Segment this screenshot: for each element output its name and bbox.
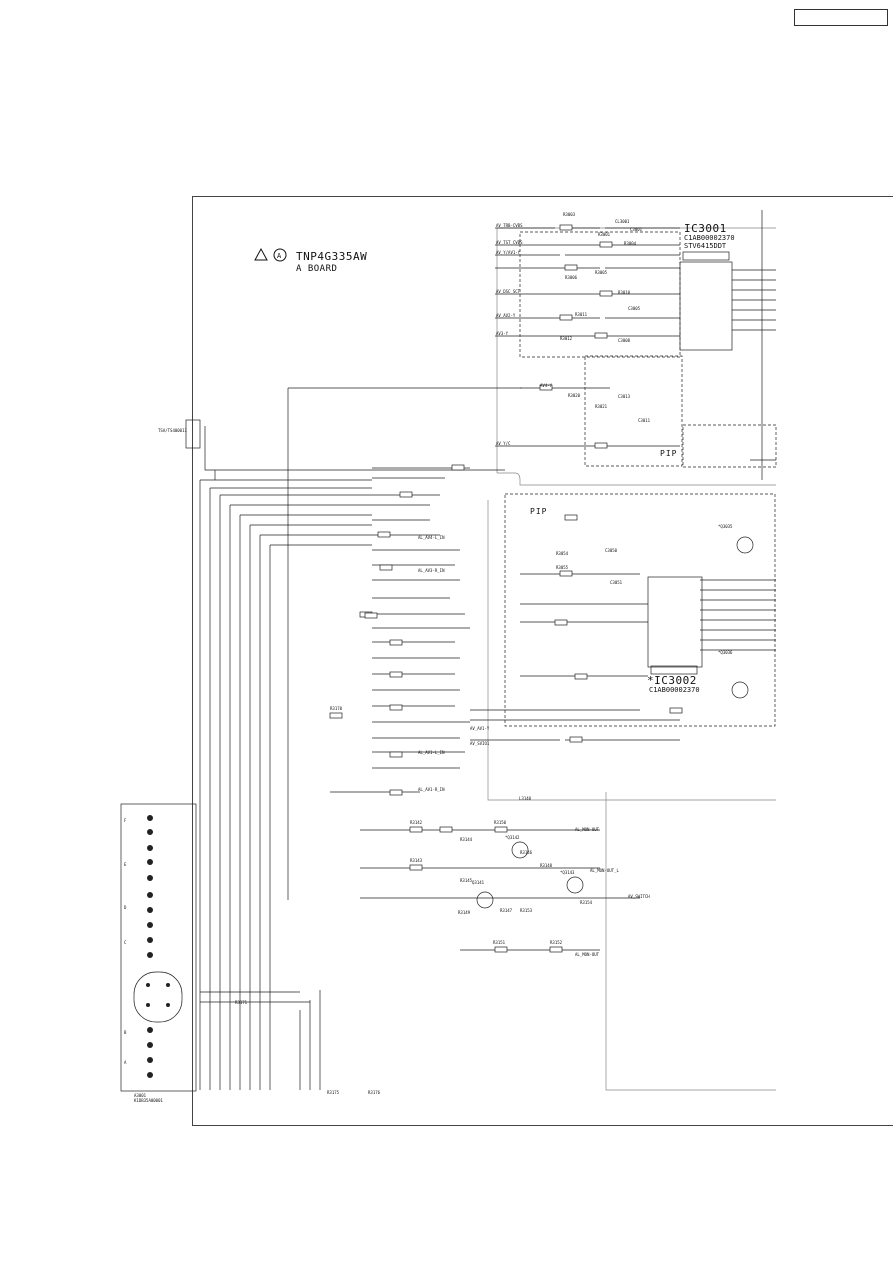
component-label: R3012 <box>560 336 573 341</box>
side-connector <box>185 419 201 449</box>
signal-label: AV_AV1-Y <box>470 726 490 731</box>
component-label: R3004 <box>624 241 637 246</box>
component-label: R3006 <box>565 275 578 280</box>
signal-label: AV_SVIO1 <box>470 741 490 746</box>
signal-label: AL_AV4-L_IN <box>418 535 445 540</box>
ic3002-label-box <box>650 665 698 675</box>
component-label: R3003 <box>563 212 576 217</box>
signal-label: AL_AV1-R_IN <box>418 787 445 792</box>
signal-label: AV_SWITCH <box>628 894 650 899</box>
signal-label: AL_AV3-R_IN <box>418 568 445 573</box>
component-label: L3140 <box>519 796 532 801</box>
ic3002-part1: C1AB00002370 <box>649 686 700 694</box>
component-label: R3001 <box>598 232 611 237</box>
section-label: A <box>124 1060 127 1065</box>
section-label: D <box>124 905 127 910</box>
component-label: R3055 <box>556 565 569 570</box>
signal-label: AV_DSC_SCT <box>496 289 521 294</box>
component-label: R3054 <box>556 551 569 556</box>
component-label: R3143 <box>410 858 423 863</box>
ic3001-label-box <box>682 251 730 261</box>
signal-label: AV_TRB-CVBS <box>496 223 523 228</box>
signal-label: AL_MON-OUT <box>575 827 600 832</box>
component-label: R3171 <box>235 1000 248 1005</box>
page-id-box <box>794 9 888 26</box>
component-label: R3145 <box>460 878 473 883</box>
component-label: R3020 <box>568 393 581 398</box>
ic3001-body <box>679 261 733 351</box>
component-label: R3010 <box>618 290 631 295</box>
component-label: C3001 <box>630 227 643 232</box>
signal-label: AV4-Y <box>540 383 553 388</box>
jack-part: K1DB35A00001 <box>134 1098 163 1103</box>
component-label: R3152 <box>550 940 563 945</box>
transistor-label: *Q3035 <box>718 524 733 529</box>
component-label: R3149 <box>458 910 471 915</box>
component-label: C3005 <box>628 306 641 311</box>
board-subtitle: A BOARD <box>296 264 338 274</box>
component-label: C3008 <box>618 338 631 343</box>
component-label: C3050 <box>605 548 618 553</box>
component-label: C3013 <box>618 394 631 399</box>
board-title: TNP4G335AW <box>296 250 368 263</box>
ic3001-title: IC3001 <box>684 222 727 235</box>
signal-label: AL_AV1-L_IN <box>418 750 445 755</box>
component-label: R3150 <box>494 820 507 825</box>
signal-label: AL_MON-OUT_L <box>590 868 619 873</box>
signal-label: AV_Y/AV1-Y <box>496 250 521 255</box>
pip-label-2: PIP <box>530 507 548 516</box>
component-label: CL3001 <box>615 219 630 224</box>
signal-label: AL_MON-OUT <box>575 952 600 957</box>
section-label: E <box>124 862 127 867</box>
pip-label-1: PIP <box>660 449 678 458</box>
jack-ref: A3001 <box>134 1093 147 1098</box>
transistor-label: *Q3036 <box>718 650 733 655</box>
component-label: C3051 <box>610 580 623 585</box>
board-symbol: A <box>277 252 282 260</box>
s-video-jack <box>133 971 183 1023</box>
component-label: R3144 <box>460 837 473 842</box>
signal-label: AV3-Y <box>496 331 509 336</box>
component-label: R3148 <box>540 863 553 868</box>
ic3001-part2: STV6415DDT <box>684 242 727 250</box>
component-label: R3175 <box>327 1090 340 1095</box>
component-label: R3147 <box>500 908 513 913</box>
component-label: R3021 <box>595 404 608 409</box>
component-label: R3151 <box>493 940 506 945</box>
transistor-label: Q3141 <box>472 880 485 885</box>
component-label: R3142 <box>410 820 423 825</box>
signal-label: AV_TST_CVBS <box>496 240 523 245</box>
component-label: R3170 <box>330 706 343 711</box>
signal-label: AV_Y/C <box>496 441 511 446</box>
component-label: C3011 <box>638 418 651 423</box>
section-label: F <box>124 818 127 823</box>
side-connector-label: TSA/TS400011 <box>158 428 187 433</box>
ic3002-body <box>647 576 703 668</box>
component-label: R3154 <box>580 900 593 905</box>
av-jack-block <box>120 803 197 1092</box>
component-label: R3011 <box>575 312 588 317</box>
ic3001-part1: C1AB00002370 <box>684 234 735 242</box>
component-label: R3005 <box>595 270 608 275</box>
transistor-label: *Q3142 <box>505 835 520 840</box>
section-label: C <box>124 940 127 945</box>
section-label: B <box>124 1030 127 1035</box>
ic3002-title: *IC3002 <box>647 674 697 687</box>
component-label: R3153 <box>520 908 533 913</box>
component-label: R3146 <box>520 850 533 855</box>
signal-label: AV_AV2-Y <box>496 313 516 318</box>
transistor-label: *Q3143 <box>560 870 575 875</box>
schematic-frame <box>192 196 893 1126</box>
component-label: R3176 <box>368 1090 381 1095</box>
